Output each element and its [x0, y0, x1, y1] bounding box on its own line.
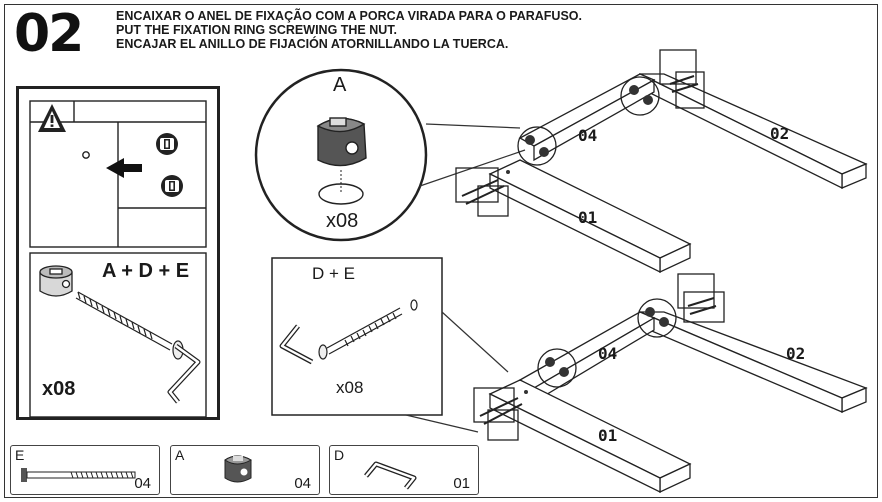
panel-02-top [639, 73, 868, 175]
panel-01-label-bottom: 01 [598, 426, 618, 445]
detail-circle-a [254, 68, 526, 242]
cam-nut-front-icon [161, 175, 183, 197]
left-panel [16, 86, 220, 420]
combo-qty: x08 [42, 378, 76, 400]
allen-key-icon [280, 325, 313, 364]
panel-04-label-bottom: 04 [598, 344, 618, 363]
part-letter: D [334, 447, 345, 463]
allen-key-icon [168, 344, 200, 403]
combo-label: A + D + E [102, 260, 190, 282]
assembly-bottom [473, 273, 868, 494]
step-number: 02 [14, 4, 84, 64]
bolt-icon [21, 468, 136, 482]
part-a: A 04 [170, 445, 320, 495]
bolt-icon [318, 299, 418, 360]
panel-02-label-top: 02 [770, 124, 790, 143]
combo-frame [29, 252, 207, 418]
part-qty: 04 [134, 475, 151, 492]
detail-de-label: D + E [312, 264, 355, 283]
instructions: ENCAIXAR O ANEL DE FIXAÇÃO COM A PORCA V… [116, 9, 582, 51]
detail-a-label: A [333, 74, 347, 96]
page-frame [4, 4, 878, 498]
part-letter: A [175, 447, 185, 463]
part-qty: 01 [453, 475, 470, 492]
bolt-icon [75, 291, 184, 360]
panel-01-label-top: 01 [578, 208, 598, 227]
detail-box-de [271, 257, 443, 416]
assembly-top [455, 49, 868, 274]
left-arrow-icon [106, 158, 142, 178]
part-letter: E [15, 447, 25, 463]
panel-04-label-top: 04 [578, 126, 598, 145]
cam-lock-nut-icon [316, 117, 367, 205]
part-d: D 01 [329, 445, 479, 495]
cam-lock-nut-icon [224, 455, 253, 483]
part-e: E 04 [10, 445, 160, 495]
panel-02-label-bottom: 02 [786, 344, 806, 363]
allen-key-icon [364, 461, 417, 490]
instruction-pt: ENCAIXAR O ANEL DE FIXAÇÃO COM A PORCA V… [116, 9, 582, 23]
cam-lock-nut-icon [39, 265, 73, 297]
part-qty: 04 [294, 475, 311, 492]
cam-nut-front-icon [156, 133, 178, 155]
detail-a-qty: x08 [326, 210, 359, 232]
warning-triangle-icon [38, 104, 66, 132]
detail-de-qty: x08 [336, 378, 364, 397]
instruction-en: PUT THE FIXATION RING SCREWING THE NUT. [116, 23, 398, 37]
instruction-es: ENCAJAR EL ANILLO DE FIJACIÓN ATORNILLAN… [116, 37, 509, 51]
